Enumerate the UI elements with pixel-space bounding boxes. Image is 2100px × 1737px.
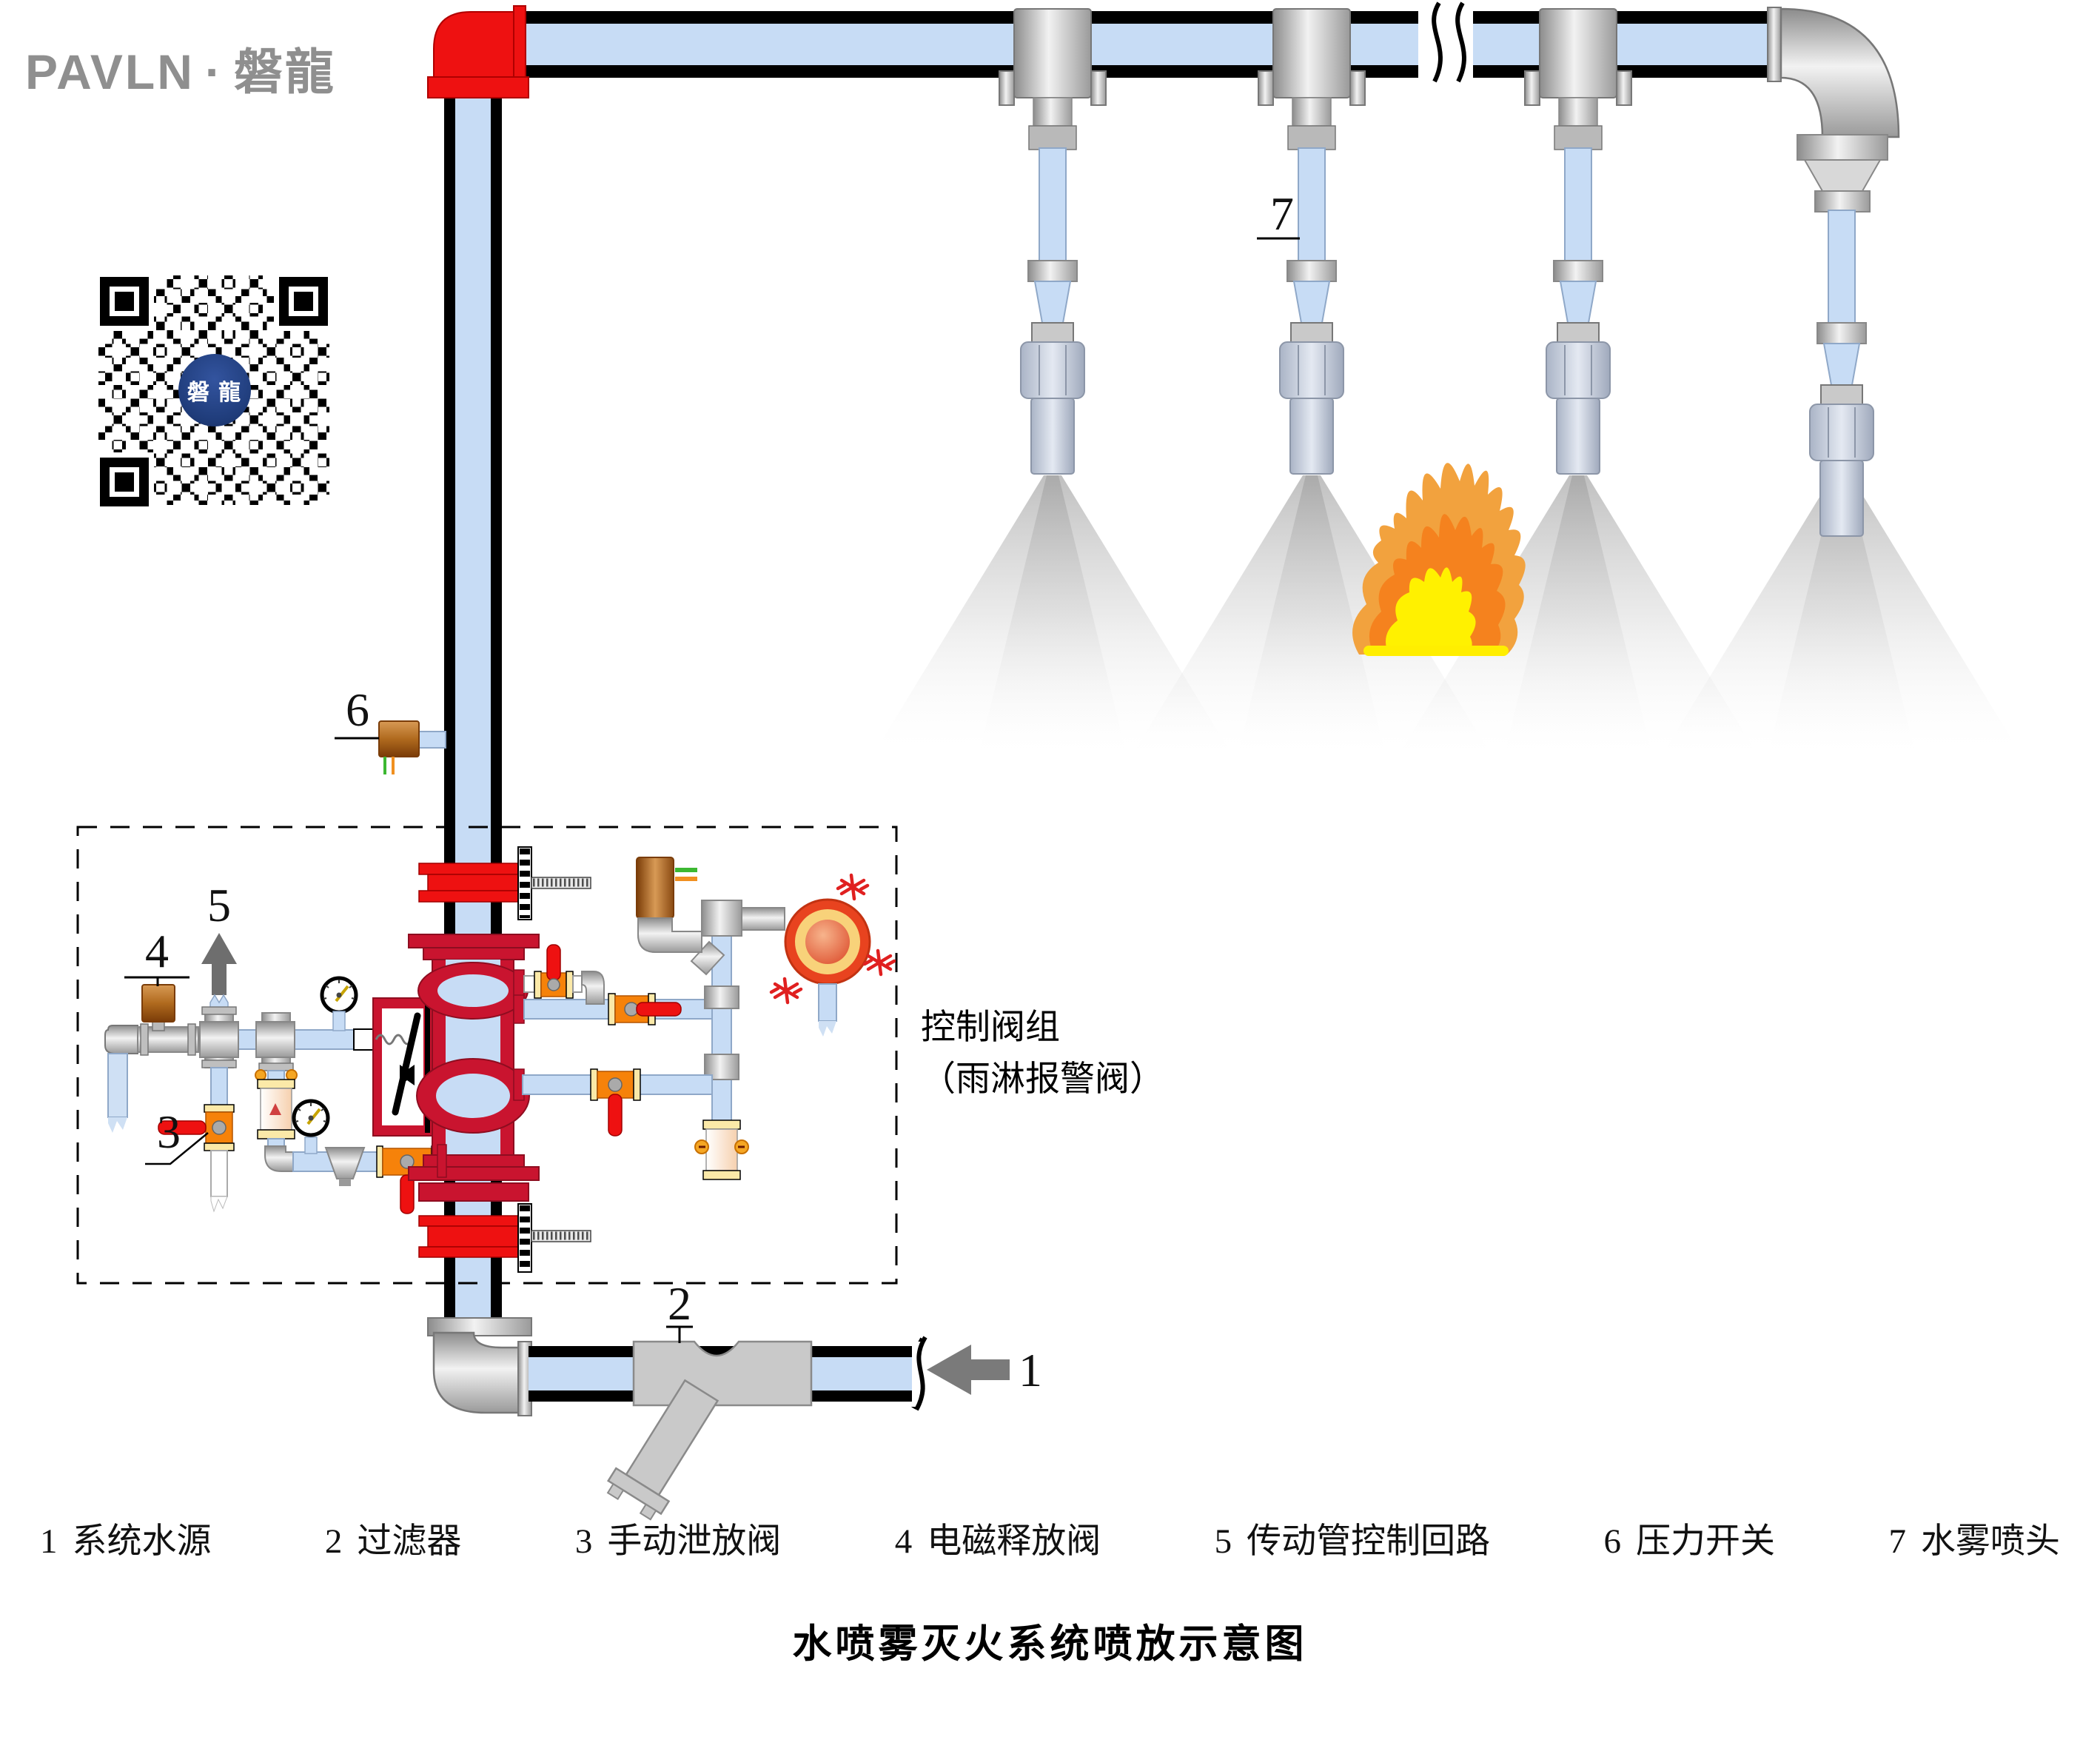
deluge-valve-body [353,934,540,1202]
butterfly-valve-bottom [418,1203,591,1273]
trim-piping-left [104,1023,356,1133]
label-1-water-source: 1 [1019,1343,1042,1396]
mist-nozzle-4 [1767,7,1900,537]
mist-nozzle-3 [1524,8,1632,475]
label-2-strainer: 2 [668,1276,691,1330]
gong-sound-mark [771,979,801,1003]
pressure-gauge-1 [322,978,356,1012]
pilot-line-arrow [201,933,237,1014]
diagram-title: 水喷雾灭火系统喷放示意图 [792,1622,1308,1666]
strainer [606,1325,813,1521]
brand-latin: PAVLN [25,44,195,99]
qr-finder-icon [100,458,149,506]
brand-cjk: 磐龍 [233,44,336,99]
control-group-boundary [76,826,898,1285]
pressure-switch [335,720,446,774]
gong-sound-mark [838,875,868,899]
fire-flame [1352,463,1526,656]
drip-funnel [324,1147,366,1179]
trim-piping-right [523,944,714,1025]
control-group-annotation: 控制阀组 （雨淋报警阀） [921,1001,1164,1105]
trim-check-valve-left [255,1012,298,1172]
cross-fitting [199,1006,239,1068]
annotation-line-1: 控制阀组 [921,1007,1060,1046]
alarm-test-line [522,900,785,1180]
label-6-pressure-switch: 6 [346,683,369,736]
red-elbow [427,5,529,98]
pressure-gauge-2 [294,1101,328,1135]
drain-line-left [292,1137,438,1214]
annotation-line-2: （雨淋报警阀） [921,1059,1164,1098]
solenoid-release-valve [124,976,189,1031]
label-5-pilot-line: 5 [207,878,231,931]
mist-nozzle-1 [999,8,1107,475]
alarm-gong [771,875,894,1037]
label-3-relief-valve: 3 [157,1105,181,1158]
qr-finder-icon [279,277,328,326]
right-solenoid-valve [636,857,702,953]
qr-finder-icon [100,277,149,326]
qr-code: 磐 龍 [98,268,329,512]
mist-nozzle-2 [1258,8,1366,475]
check-valve-right [694,1119,749,1180]
qr-center-badge: 磐 龍 [178,354,251,426]
brand-dot: · [204,44,224,99]
manual-relief-valve [145,1067,235,1213]
label-7-mist-nozzle: 7 [1270,187,1294,240]
label-4-solenoid-valve: 4 [145,924,169,977]
brand-logo: PAVLN·磐龍 [25,33,336,104]
water-inlet-arrow [927,1345,1010,1395]
butterfly-valve-top [418,846,591,920]
